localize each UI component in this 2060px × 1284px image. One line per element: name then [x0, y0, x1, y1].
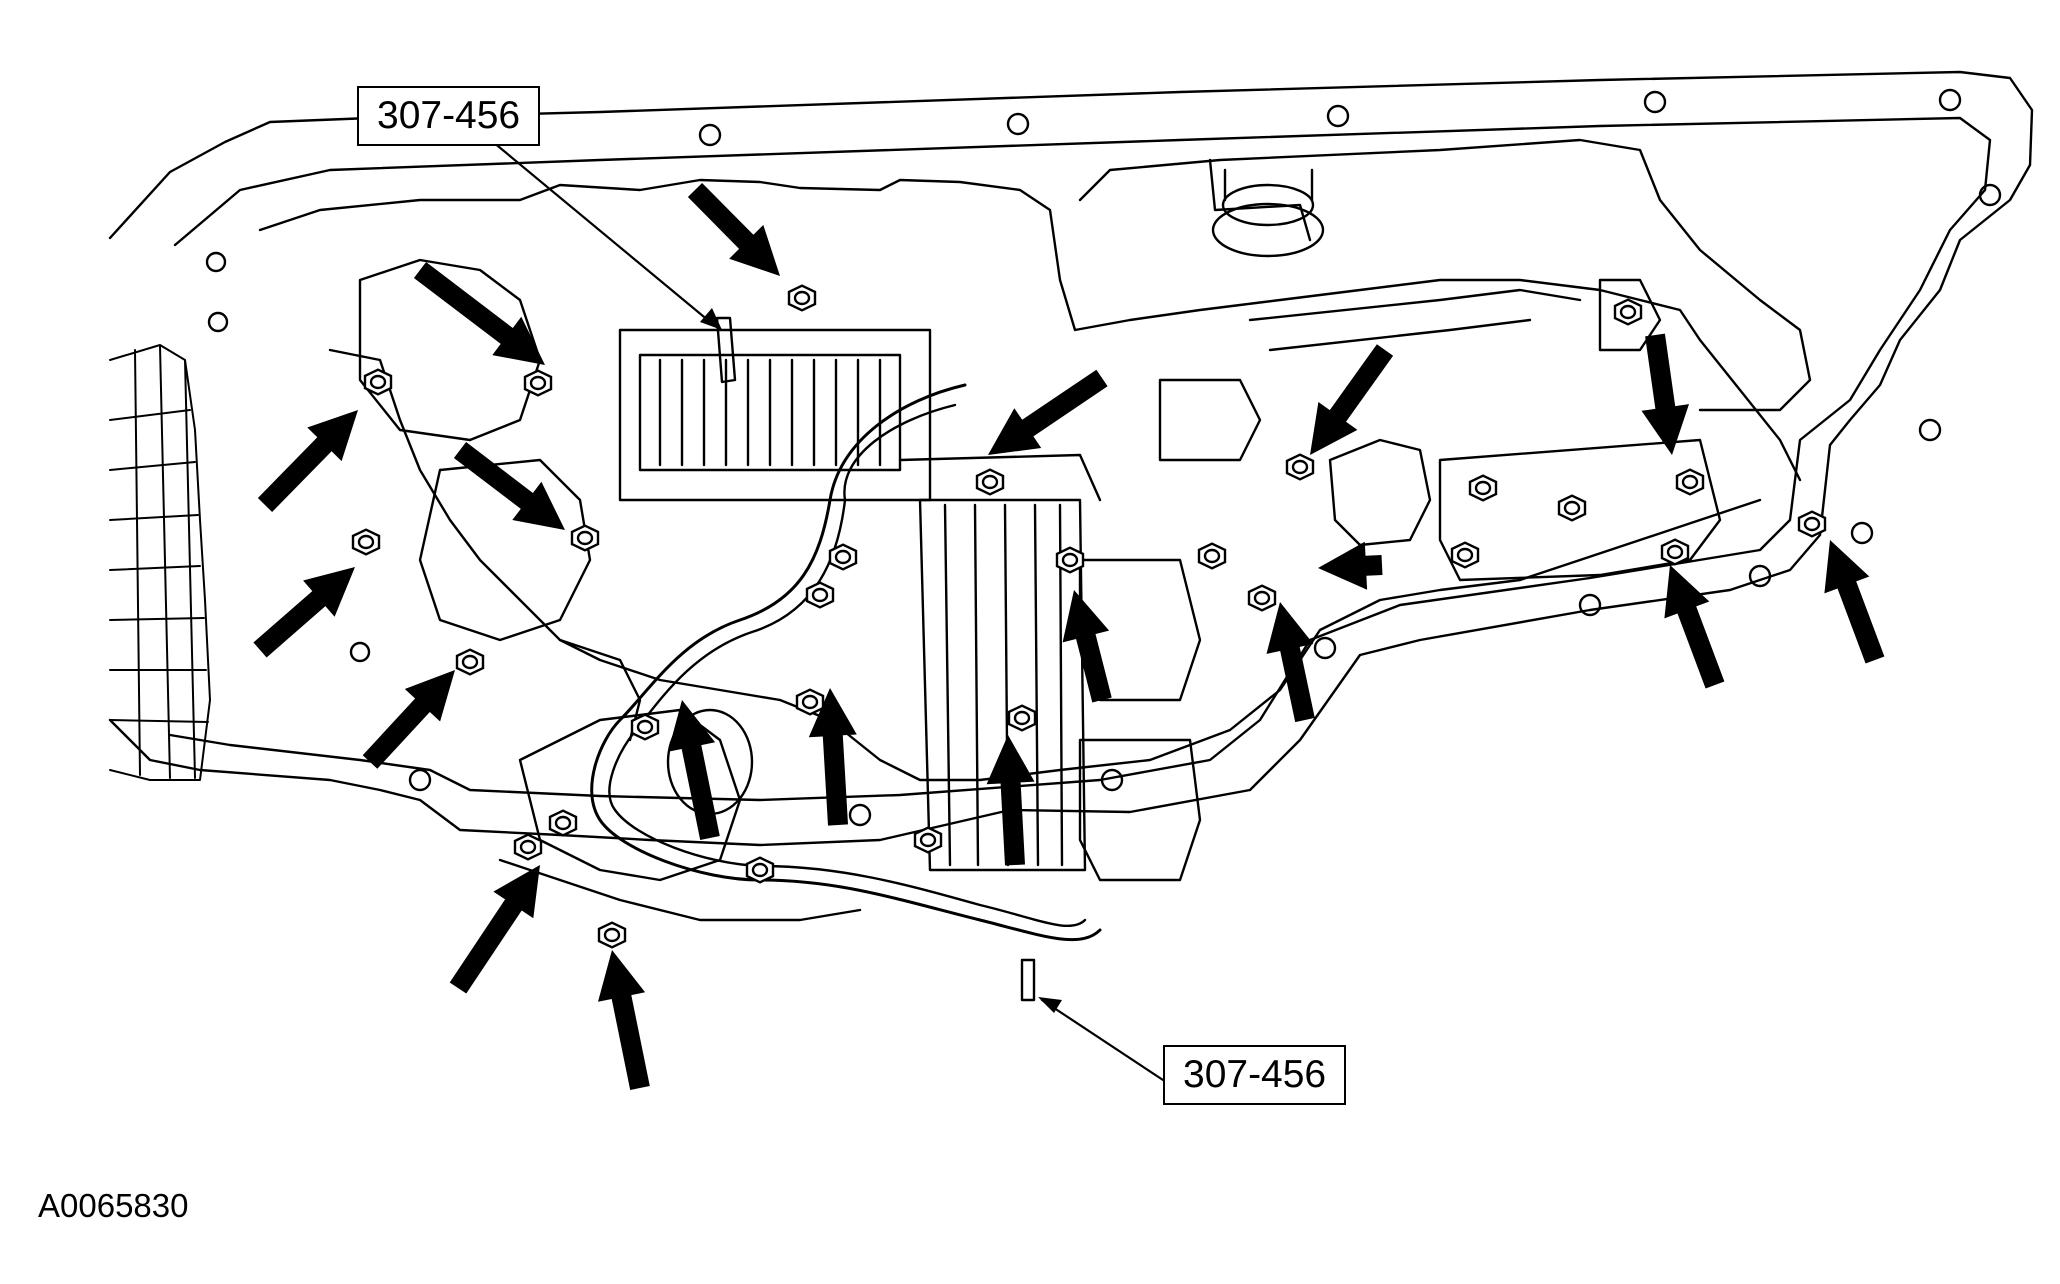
solenoid-pack	[618, 328, 932, 502]
bolt-head-icon	[630, 713, 660, 741]
gasket-holes	[205, 88, 2002, 827]
black-pointer-arrow-icon	[1062, 590, 1112, 703]
bolt-head-icon	[597, 921, 627, 949]
bolt-head-icon	[1450, 541, 1480, 569]
black-pointer-arrow-icon	[1824, 540, 1885, 664]
bolt-head-icon	[1247, 584, 1277, 612]
bolt-head-icon	[1197, 542, 1227, 570]
bolt-head-icon	[570, 524, 600, 552]
bolt-head-icon	[523, 369, 553, 397]
tool-callout-upper: 307-456	[357, 86, 541, 146]
bolt-head-icon	[513, 833, 543, 861]
bolt-heads	[351, 284, 1827, 949]
bolt-head-icon	[1660, 538, 1690, 566]
bolt-head-icon	[745, 856, 775, 884]
bolt-head-icon	[455, 648, 485, 676]
black-pointer-arrow-icon	[988, 369, 1108, 455]
valve-body-lower	[328, 348, 1762, 782]
leader-arrowhead-lower	[1038, 997, 1062, 1013]
tool-callout-lower: 307-456	[1163, 1045, 1347, 1105]
black-pointer-arrow-icon	[362, 670, 455, 769]
bolt-head-icon	[1468, 474, 1498, 502]
black-pointer-arrow-icon	[1318, 541, 1383, 590]
leader-line-lower	[1040, 998, 1165, 1082]
leader-arrowhead-upper	[700, 308, 722, 330]
valve-body-upper	[258, 178, 1802, 482]
bolt-head-icon	[1613, 298, 1643, 326]
filter-screen	[109, 344, 211, 781]
bolt-head-icon	[1055, 546, 1085, 574]
bolt-head-icon	[787, 284, 817, 312]
case-cavity	[1078, 138, 1812, 412]
pan-inner-flange	[168, 116, 1992, 802]
channel-plate	[898, 453, 1102, 872]
black-pointer-arrow-icon	[808, 688, 857, 826]
bolt-head-icon	[351, 528, 381, 556]
black-pointer-arrow-icon	[449, 865, 540, 994]
bolt-head-icon	[795, 688, 825, 716]
bolt-head-icon	[975, 468, 1005, 496]
bolt-head-icon	[548, 809, 578, 837]
black-pointer-arrow-icon	[687, 183, 780, 276]
bolt-head-icon	[828, 543, 858, 571]
right-connector-cluster	[1078, 278, 1722, 882]
black-pointer-arrow-icon	[253, 567, 355, 658]
figure-id: A0065830	[38, 1187, 189, 1224]
black-pointer-arrow-icon	[986, 735, 1035, 866]
left-solenoid-cluster	[358, 258, 862, 922]
black-pointer-arrow-icon	[1664, 565, 1725, 689]
bolt-head-icon	[1557, 494, 1587, 522]
bolt-head-icon	[363, 368, 393, 396]
bolt-pointer-arrows	[253, 183, 1885, 1090]
black-pointer-arrow-icon	[668, 700, 720, 840]
bolt-head-icon	[1797, 510, 1827, 538]
bolt-head-icon	[1285, 453, 1315, 481]
wiring-harness	[590, 383, 1102, 942]
black-pointer-arrow-icon	[598, 950, 650, 1090]
black-pointer-arrow-icon	[1641, 333, 1689, 455]
output-shaft	[1211, 202, 1325, 258]
transmission-case-outline	[108, 70, 2034, 847]
bolt-head-icon	[1007, 704, 1037, 732]
black-pointer-arrow-icon	[257, 410, 358, 512]
leader-line-upper	[485, 135, 717, 328]
black-pointer-arrow-icon	[413, 262, 545, 365]
black-pointer-arrow-icon	[1310, 344, 1394, 455]
alignment-pin-lower	[1020, 958, 1036, 1002]
bolt-head-icon	[805, 581, 835, 609]
alignment-pin-upper	[715, 316, 737, 384]
output-shaft-collar	[1208, 158, 1312, 242]
black-pointer-arrow-icon	[453, 442, 565, 530]
black-pointer-arrow-icon	[1266, 602, 1315, 723]
bolt-head-icon	[1675, 468, 1705, 496]
bolt-head-icon	[913, 826, 943, 854]
